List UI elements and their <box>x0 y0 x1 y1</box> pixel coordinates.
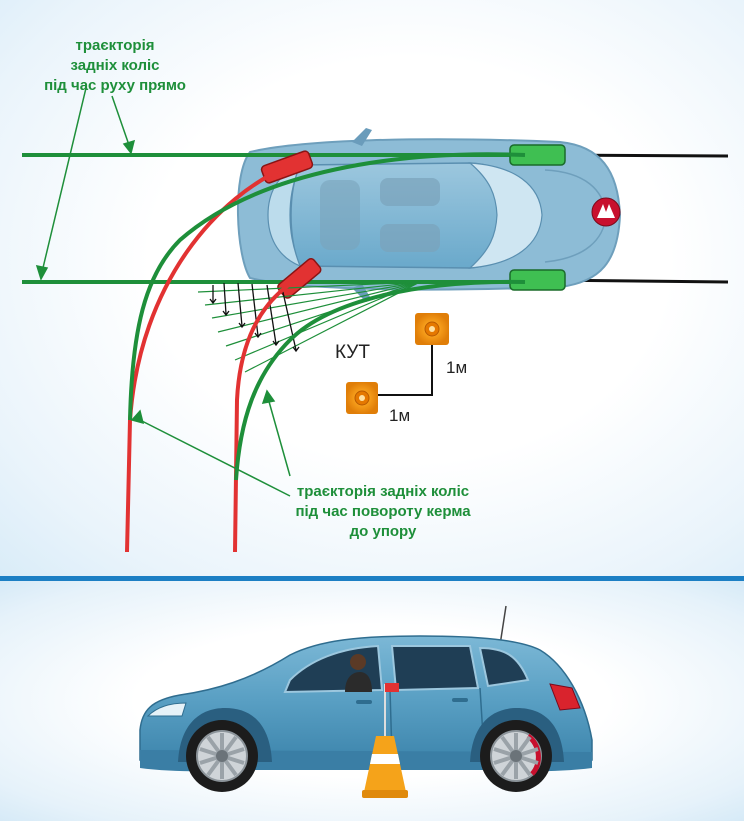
distance-vertical-label: 1м <box>446 358 468 377</box>
turn-label-line2: під час повороту керма <box>295 503 471 520</box>
green-turning-trajectory-outer <box>128 152 526 421</box>
straight-label-line1: траєкторія <box>75 37 155 54</box>
distance-horizontal-label: 1м <box>389 406 411 425</box>
turning-trajectory-label: траєкторія задніх коліс під час повороту… <box>268 482 498 542</box>
car-top-view <box>237 128 622 302</box>
driving-school-logo-icon <box>591 197 621 227</box>
straight-label-line3: під час руху прямо <box>44 77 186 94</box>
panel-divider <box>0 576 744 581</box>
front-wheel-side <box>186 720 258 792</box>
turn-label-line1: траєкторія задніх коліс <box>296 483 470 500</box>
red-turning-trajectory-inner <box>233 276 301 553</box>
traffic-cone-with-flag <box>362 683 408 798</box>
rear-wheel-side <box>480 720 552 792</box>
cone-top-view-1 <box>415 313 449 345</box>
angle-arrows <box>209 282 300 353</box>
straight-label-callouts <box>35 87 136 281</box>
straight-trajectory-label: траєкторія задніх коліс під час руху пря… <box>20 36 210 96</box>
cone-top-view-2 <box>346 382 378 414</box>
green-turning-trajectory-inner <box>234 279 526 481</box>
turn-label-callouts <box>130 389 291 497</box>
angle-label: КУТ <box>335 342 370 363</box>
turn-label-line3: до упору <box>349 523 417 540</box>
distance-lines <box>378 345 433 396</box>
red-turning-trajectory-outer <box>125 165 288 553</box>
straight-label-line2: задніх коліс <box>70 57 160 74</box>
